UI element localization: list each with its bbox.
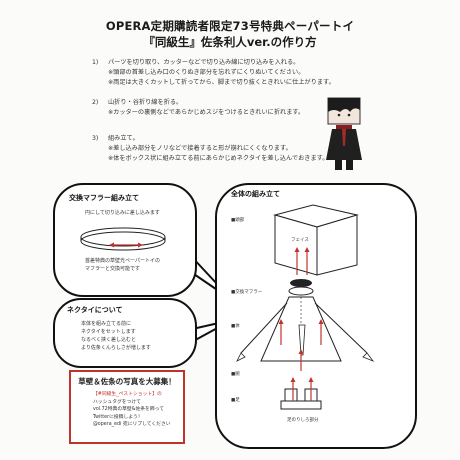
assembly-bubble-title: 全体の組み立て — [231, 190, 280, 198]
necktie-line-1: 本体を組み立てる前に — [81, 321, 132, 327]
campaign-line-2: ハッシュタグをつけて — [93, 399, 141, 405]
muffler-instruction: 円にして切り込みに差し込みます — [85, 210, 160, 216]
muffler-bubble: 交換マフラー組み立て 円にして切り込みに差し込みます 首差特典の草壁光ペーパート… — [53, 183, 197, 297]
muffler-bubble-title: 交換マフラー組み立て — [69, 194, 139, 202]
necktie-line-4: より佐条くんらしさが増します — [81, 345, 151, 351]
campaign-line-5: @opera_edi 宛にリプしてください — [93, 422, 171, 428]
necktie-bubble-title: ネクタイについて — [67, 306, 123, 314]
muffler-note-line-2: マフラーと交換可能です — [85, 266, 141, 272]
label-arm: ■腕 — [231, 372, 240, 377]
campaign-title: 草壁＆佐条の写真を大募集！ — [78, 377, 176, 386]
label-head: ■頭部 — [231, 218, 245, 223]
label-muffler: ■交換マフラー — [231, 290, 263, 295]
campaign-line-3: vol.72特典の草壁&佐条を飾って — [93, 407, 165, 413]
step-3: 3)組み立て。 ※差し込み部分をノリなどで接着すると形が崩れにくくなります。 ※… — [92, 135, 329, 162]
label-body: ■体 — [231, 324, 240, 329]
necktie-line-2: ネクタイをセットします — [81, 329, 136, 335]
necktie-bubble: ネクタイについて 本体を組み立てる前に ネクタイをセットします なるべく挟く差し… — [53, 298, 197, 368]
label-leg: ■足 — [231, 398, 240, 403]
label-foot-tab: 足のりしろ部分 — [287, 418, 319, 423]
assembly-bubble: 全体の組み立て — [215, 183, 417, 449]
papertoy-character-illustration — [326, 97, 362, 170]
page-subtitle: 『同級生』佐条利人ver.の作り方 — [143, 35, 317, 49]
campaign-line-4: Twitterに投稿しよう！ — [93, 414, 143, 420]
necktie-line-3: なるべく挟く差し込むと — [81, 337, 137, 343]
step-1: 1)パーツを切り取り、カッターなどで切り込み線に切り込みを入れる。 ※頭部の首差… — [92, 59, 335, 86]
assembly-diagram — [236, 204, 375, 410]
step-2: 2)山折り・谷折り線を折る。 ※カッターの裏側などであらかじめスジをつけるときれ… — [92, 99, 305, 116]
muffler-diagram — [80, 227, 166, 251]
page-title: OPERA定期購読者限定73号特典ペーパートイ — [105, 19, 355, 33]
photo-campaign-box: 草壁＆佐条の写真を大募集！ 【#同級生_ペストショット】の ハッシュタグをつけて… — [69, 370, 185, 444]
campaign-hashtag: 【#同級生_ペストショット】の — [93, 392, 162, 397]
label-face: フェイス — [291, 238, 309, 243]
muffler-note-line-1: 首差特典の草壁光ペーパートイの — [85, 258, 160, 264]
